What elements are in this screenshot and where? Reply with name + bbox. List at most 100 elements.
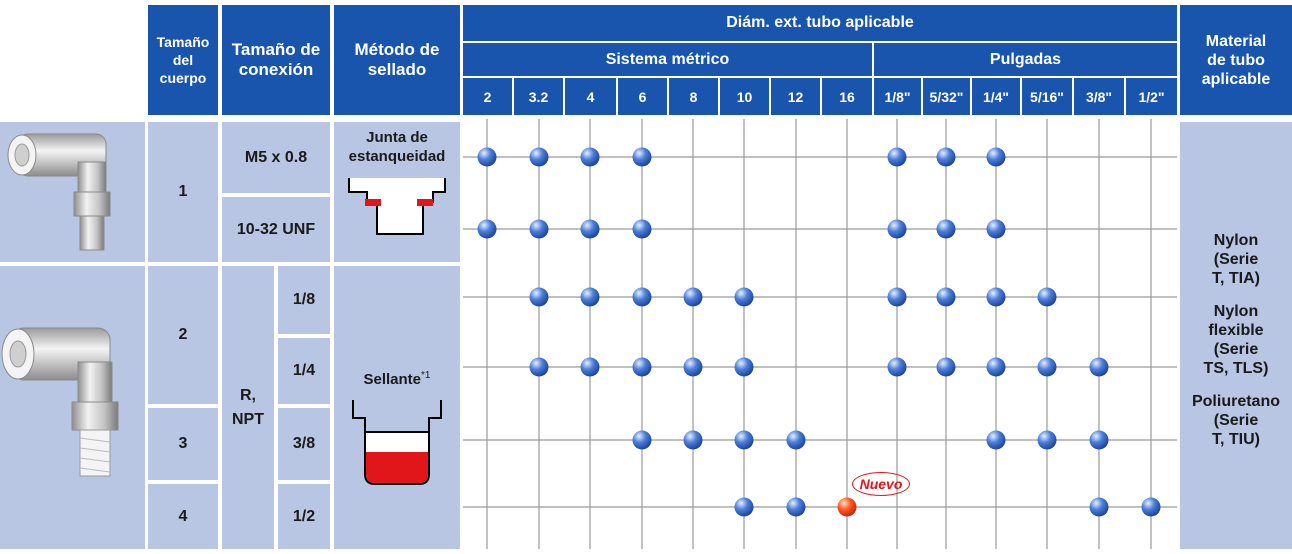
sealant-text: Sellante <box>363 371 422 388</box>
header-tube-size: 8 <box>669 78 718 115</box>
seal-sealant-cell: Sellante*1 <box>334 266 460 549</box>
seal-gasket-cell: Junta de estanqueidad <box>334 122 460 262</box>
connection-thread-type: R, NPT <box>222 266 274 549</box>
header-tube-size: 5/16" <box>1022 78 1072 115</box>
material-flex-line-1: Nylon <box>1213 302 1259 320</box>
connection-m5: M5 x 0.8 <box>222 122 330 193</box>
availability-dot <box>632 287 652 307</box>
material-cell: Nylon (Serie T, TIA) Nylon flexible (Ser… <box>1180 122 1292 549</box>
header-tube-size: 6 <box>618 78 667 115</box>
availability-dot <box>632 219 652 239</box>
connection-size-cell: 1/2 <box>278 484 330 549</box>
availability-dot <box>986 219 1006 239</box>
gasket-seal-left <box>365 199 381 206</box>
header-material-line-3: aplicable <box>1201 70 1271 88</box>
body-size-cell: 4 <box>148 484 218 549</box>
header-material-line-1: Material <box>1205 32 1267 50</box>
fitting-small-illustration <box>7 133 111 251</box>
availability-dot <box>580 357 600 377</box>
availability-dot <box>734 430 754 450</box>
material-nylon-line-3: T, TIA) <box>1212 269 1260 287</box>
header-seal-method: Método de sellado <box>334 5 460 115</box>
sealant-label: Sellante*1 <box>364 370 431 388</box>
availability-dot <box>786 497 806 517</box>
header-tube-size: 4 <box>565 78 616 115</box>
availability-dot <box>580 147 600 167</box>
gasket-seal-right <box>417 199 433 206</box>
header-inch: Pulgadas <box>874 43 1177 76</box>
availability-dot <box>529 219 549 239</box>
availability-dot <box>632 357 652 377</box>
availability-dot <box>529 147 549 167</box>
availability-dot <box>986 287 1006 307</box>
availability-dot <box>477 219 497 239</box>
availability-dot <box>1141 497 1161 517</box>
sealant-fill <box>366 452 428 483</box>
header-connection-size-line-1: Tamaño de <box>231 40 321 59</box>
availability-dot <box>529 287 549 307</box>
availability-dot <box>1089 497 1109 517</box>
header-material: Material de tubo aplicable <box>1180 5 1292 115</box>
availability-dot <box>887 147 907 167</box>
availability-dot <box>683 357 703 377</box>
connection-size-cell: 3/8 <box>278 408 330 480</box>
sealant-diagram <box>352 400 442 485</box>
material-nylon-line-1: Nylon <box>1213 231 1259 249</box>
availability-dot <box>734 497 754 517</box>
header-metric: Sistema métrico <box>463 43 872 76</box>
header-tube-size: 12 <box>771 78 820 115</box>
header-body-size: Tamaño del cuerpo <box>148 5 218 115</box>
product-image-large <box>0 266 145 549</box>
availability-dot-new <box>837 497 857 517</box>
grid-dots <box>477 147 1161 517</box>
header-connection-size-line-2: conexión <box>238 60 314 79</box>
availability-dot <box>1089 430 1109 450</box>
header-body-size-line-1: Tamaño <box>156 34 210 50</box>
material-pu-line-1: Poliuretano <box>1191 392 1280 410</box>
availability-dot <box>477 147 497 167</box>
product-image-small <box>0 122 145 262</box>
availability-dot <box>887 219 907 239</box>
availability-dot <box>1037 357 1057 377</box>
seal-gasket-line-2: estanqueidad <box>348 148 446 165</box>
grid-lines <box>463 119 1177 549</box>
availability-dot <box>936 147 956 167</box>
connection-size-cell: 1/8 <box>278 266 330 334</box>
connection-size-cell: 1/4 <box>278 338 330 404</box>
availability-dot <box>936 287 956 307</box>
header-tube-size: 1/2" <box>1126 78 1177 115</box>
availability-dot <box>887 357 907 377</box>
header-tube-size: 2 <box>463 78 512 115</box>
header-tube-size: 16 <box>822 78 872 115</box>
availability-dot <box>632 430 652 450</box>
header-tube-size: 5/32" <box>923 78 970 115</box>
availability-dot <box>529 357 549 377</box>
availability-dot <box>986 430 1006 450</box>
availability-dot <box>936 219 956 239</box>
availability-dot <box>632 147 652 167</box>
availability-dot <box>1037 287 1057 307</box>
sealant-note: *1 <box>421 370 431 381</box>
new-badge: Nuevo <box>852 472 910 496</box>
availability-dot <box>986 357 1006 377</box>
header-tube-size: 3.2 <box>514 78 563 115</box>
availability-dot <box>936 357 956 377</box>
thread-type-line-1: R, <box>240 386 256 404</box>
header-seal-method-line-1: Método de <box>354 40 440 59</box>
body-size-cell: 3 <box>148 408 218 480</box>
gasket-diagram <box>348 178 446 235</box>
header-tube-size: 3/8" <box>1074 78 1124 115</box>
material-flex-line-2: flexible <box>1208 321 1264 339</box>
availability-dot <box>734 357 754 377</box>
material-pu-line-2: (Serie <box>1213 411 1259 429</box>
material-flex-line-4: TS, TLS) <box>1203 359 1269 377</box>
header-applicable-od: Diám. ext. tubo aplicable <box>463 5 1177 41</box>
availability-dot <box>580 287 600 307</box>
availability-dot <box>1089 357 1109 377</box>
header-material-line-2: de tubo <box>1207 51 1265 69</box>
header-body-size-line-3: cuerpo <box>159 70 207 86</box>
availability-dot <box>887 287 907 307</box>
material-pu-line-3: T, TIU) <box>1212 430 1260 448</box>
header-body-size-line-2: del <box>172 52 194 68</box>
